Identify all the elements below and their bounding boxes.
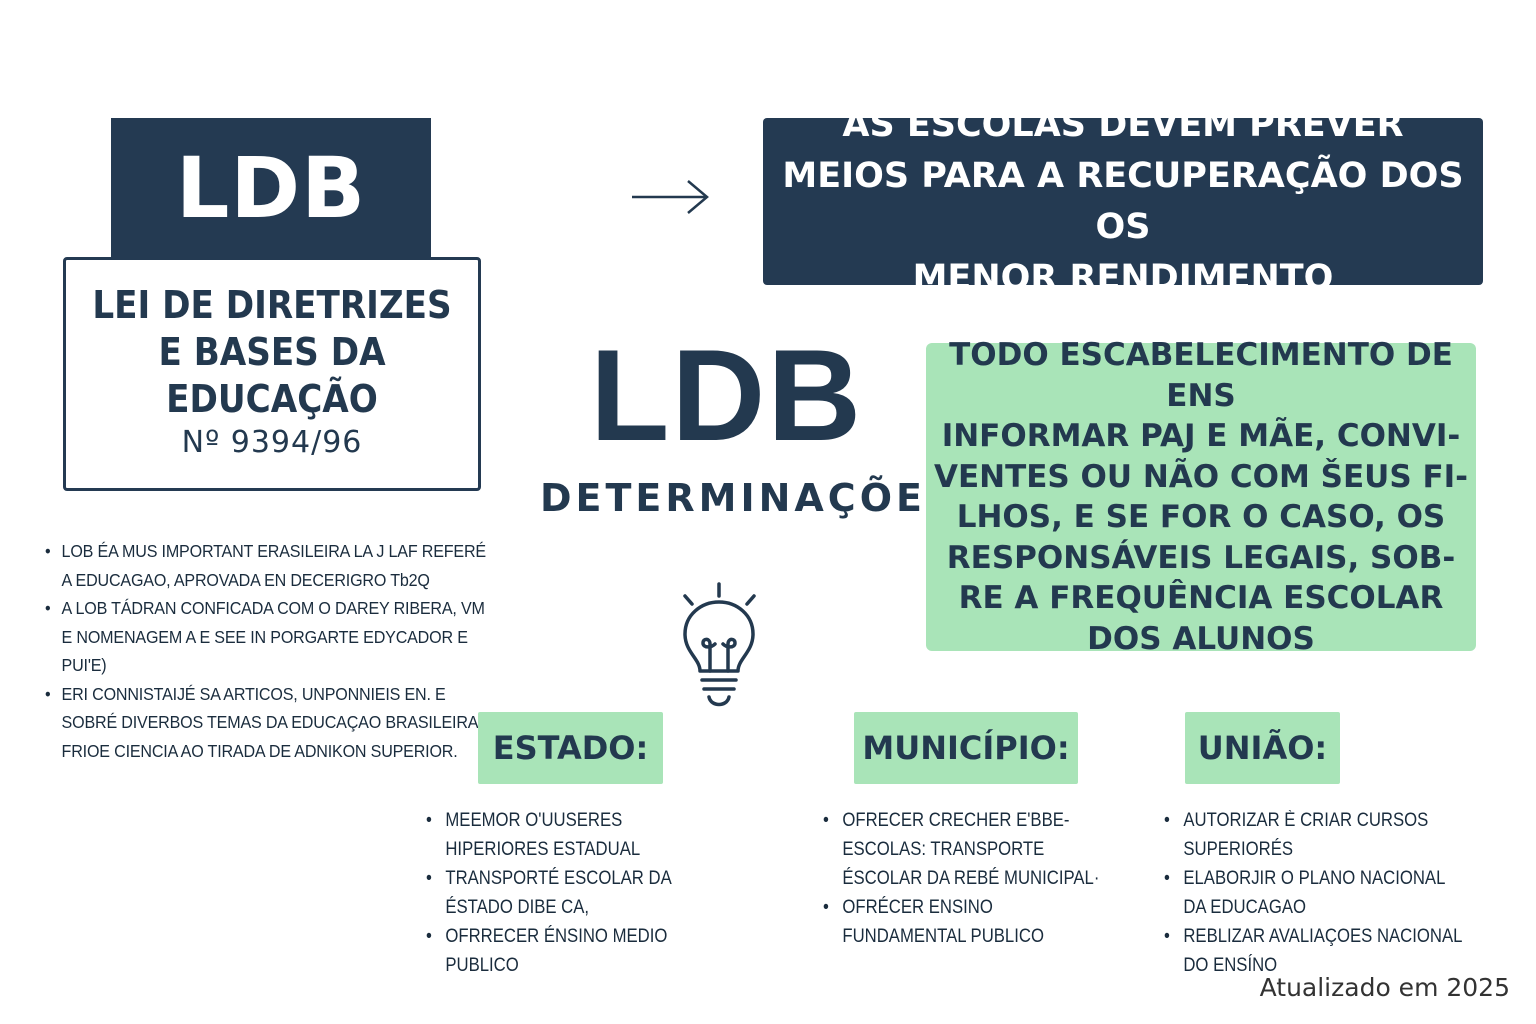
recovery-line: AS ESCOLAS DEVEM PREVER [842, 104, 1404, 145]
law-title-line: E BASES DA [158, 330, 386, 374]
updated-footer: Atualizado em 2025 [1259, 973, 1510, 1002]
list-item: REBLIZAR AVALIAÇOES NACIONAL DO ENSÍNO [1164, 922, 1463, 980]
list-item: OFRECER CRECHER E'BBE-ESCOLAS: TRANSPORT… [823, 806, 1113, 893]
list-item: A LOB TÁDRAN CONFICADA COM O DAREY RIBER… [45, 594, 487, 680]
list-item: LOB ÉA MUS IMPORTANT ERASILEIRA LA J LAF… [45, 537, 487, 594]
note-line: INFORMAR PAJ E MÃE, CONVI- [941, 418, 1461, 454]
lightbulb-icon [683, 582, 756, 707]
law-title-line: LEI DE DIRETRIZES [92, 283, 452, 327]
law-title-box: LEI DE DIRETRIZES E BASES DA EDUCAÇÃO Nº… [63, 257, 481, 491]
uniao-list: AUTORIZAR È CRIAR CURSOS SUPERIORÉS ELAB… [1164, 806, 1463, 980]
recovery-line: MENOR RENDIMENTO [912, 257, 1334, 298]
determinations-subtitle: DETERMINAÇÕES [540, 476, 958, 520]
list-item: TRANSPORTÉ ESCOLAR DA ÉSTADO DIBE CA, [426, 864, 716, 922]
law-title-line: EDUCAÇÃO [166, 377, 378, 421]
list-item: OFRRECER ÉNSINO MEDIO PUBLICO [426, 922, 716, 980]
list-item: ELABORJIR O PLANO NACIONAL DA EDUCAGAO [1164, 864, 1463, 922]
estado-list: MEEMOR O'UUSERES HIPERIORES ESTADUAL TRA… [426, 806, 716, 980]
list-item: MEEMOR O'UUSERES HIPERIORES ESTADUAL [426, 806, 716, 864]
note-line: VENTES OU NÃO COM ŠEUS FI- [933, 458, 1469, 495]
parents-info-note: TODO ESCABELECIMENTO DE ENS INFORMAR PAJ… [926, 337, 1476, 657]
section-header-estado: ESTADO: [478, 712, 663, 784]
recovery-note-box: AS ESCOLAS DEVEM PREVER MEIOS PARA A REC… [763, 105, 1483, 298]
note-line: RE A FREQUÊNCIA ESCOLAR [958, 580, 1444, 616]
note-line: DOS ALUNOS [1087, 620, 1315, 657]
center-ldb-heading: LDB [590, 322, 864, 468]
ldb-acronym: LDB [175, 139, 367, 237]
section-header-uniao: UNIÃO: [1185, 712, 1340, 784]
list-item: ERI CONNISTAIJÉ SA ARTICOS, UNPONNIEIS E… [45, 680, 487, 766]
intro-bullet-list: LOB ÉA MUS IMPORTANT ERASILEIRA LA J LAF… [45, 537, 487, 765]
law-number: Nº 9394/96 [181, 425, 363, 460]
note-line: RESPONSÁVEIS LEGAIS, SOB- [946, 539, 1456, 576]
law-title: LEI DE DIRETRIZES E BASES DA EDUCAÇÃO [66, 282, 478, 423]
section-header-municipio: MUNICÍPIO: [854, 712, 1078, 784]
ldb-title-box: LDB [111, 118, 431, 258]
note-line: TODO ESCABELECIMENTO DE ENS [949, 337, 1453, 414]
arrow-right-icon [632, 180, 709, 214]
note-line: LHOS, E SE FOR O CASO, OS [956, 499, 1446, 535]
recovery-line: MEIOS PARA A RECUPERAÇÃO DOS OS [782, 155, 1464, 247]
list-item: AUTORIZAR È CRIAR CURSOS SUPERIORÉS [1164, 806, 1463, 864]
municipio-list: OFRECER CRECHER E'BBE-ESCOLAS: TRANSPORT… [823, 806, 1113, 951]
list-item: OFRÉCER ENSINO FUNDAMENTAL PUBLICO [823, 893, 1113, 951]
